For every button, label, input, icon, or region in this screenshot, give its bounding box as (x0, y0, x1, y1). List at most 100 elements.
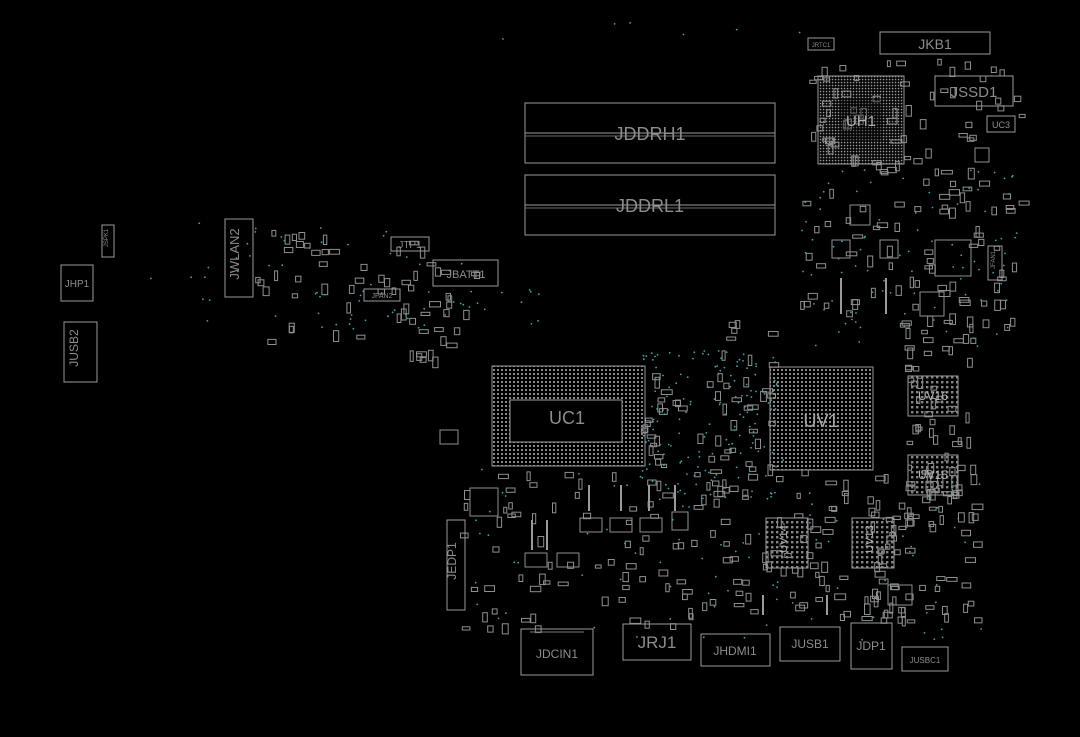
via (452, 301, 455, 303)
via (968, 187, 971, 190)
passive-component (937, 284, 947, 292)
passive-component (257, 279, 265, 287)
passive-component (886, 245, 893, 258)
passive-component (845, 251, 858, 257)
passive-component (906, 440, 914, 446)
passive-component (815, 542, 822, 549)
passive-component (946, 577, 958, 582)
passive-component (748, 473, 759, 481)
passive-component (999, 69, 1005, 77)
via (804, 251, 807, 254)
passive-component (729, 447, 737, 453)
passive-component (445, 292, 452, 301)
passive-component (662, 492, 674, 499)
passive-component (843, 610, 852, 618)
via (679, 489, 682, 492)
via (701, 557, 704, 560)
via (734, 396, 737, 398)
via (805, 220, 807, 223)
via (663, 453, 665, 456)
svg-text:UV16: UV16 (918, 389, 948, 403)
passive-component (409, 240, 419, 246)
passive-component (682, 589, 693, 595)
passive-component (321, 283, 329, 296)
via (652, 418, 655, 421)
passive-component (654, 435, 661, 447)
via (742, 542, 745, 544)
passive-component (639, 576, 646, 583)
passive-component (979, 75, 987, 83)
via (335, 323, 338, 326)
chip-uv13: UV13 (851, 517, 895, 569)
via (715, 473, 718, 476)
via (405, 313, 407, 316)
passive-component (871, 511, 880, 518)
passive-component (723, 382, 730, 390)
passive-component (447, 295, 453, 303)
via (713, 605, 716, 608)
passive-component (508, 502, 513, 510)
passive-component (815, 597, 824, 602)
via (811, 503, 813, 506)
passive-component (923, 337, 934, 344)
passive-component (952, 441, 963, 448)
via (754, 373, 757, 376)
via (698, 450, 700, 453)
via (652, 428, 654, 431)
passive-component (694, 472, 701, 478)
passive-component (622, 584, 630, 591)
svg-text:JUSB1: JUSB1 (791, 637, 829, 651)
svg-text:JRTC1: JRTC1 (812, 43, 831, 49)
connector-jusb1: JUSB1 (779, 626, 841, 662)
passive-component (283, 247, 294, 254)
via (951, 243, 954, 246)
slot-jddrh1: JDDRH1 (524, 102, 776, 164)
via (881, 290, 884, 292)
via (319, 227, 322, 229)
via (530, 322, 533, 325)
via (686, 473, 688, 475)
via (994, 239, 997, 242)
passive-strip (826, 595, 828, 615)
via (723, 366, 726, 369)
passive-component (870, 287, 876, 299)
passive-component (804, 300, 811, 308)
passive-component (947, 496, 952, 505)
passive-component (408, 284, 415, 292)
passive-component (624, 540, 631, 549)
passive-component (742, 579, 750, 586)
passive-component (329, 248, 340, 255)
via (702, 636, 705, 639)
via (708, 471, 710, 474)
passive-component (891, 586, 900, 591)
passive-component (815, 571, 820, 578)
via (1002, 264, 1005, 267)
via (664, 483, 667, 486)
passive-component (825, 584, 830, 593)
passive-component (760, 390, 767, 402)
passive-component (883, 609, 889, 619)
via (977, 170, 980, 173)
passive-component (658, 569, 669, 577)
via (763, 393, 766, 395)
via (1015, 232, 1018, 235)
via (578, 473, 580, 475)
via (641, 470, 644, 472)
svg-text:JRJ1: JRJ1 (638, 633, 677, 652)
passive-component (471, 271, 481, 277)
passive-component (776, 476, 784, 483)
via (916, 229, 919, 232)
via (444, 314, 447, 316)
passive-component (994, 282, 1000, 294)
passive-component (1011, 262, 1018, 273)
via (758, 533, 760, 535)
via (960, 254, 963, 257)
via (501, 491, 504, 494)
passive-component (949, 313, 956, 325)
via (750, 496, 752, 498)
passive-component (537, 536, 545, 548)
via (755, 390, 757, 393)
passive-component (878, 578, 889, 585)
passive-component (824, 516, 836, 523)
